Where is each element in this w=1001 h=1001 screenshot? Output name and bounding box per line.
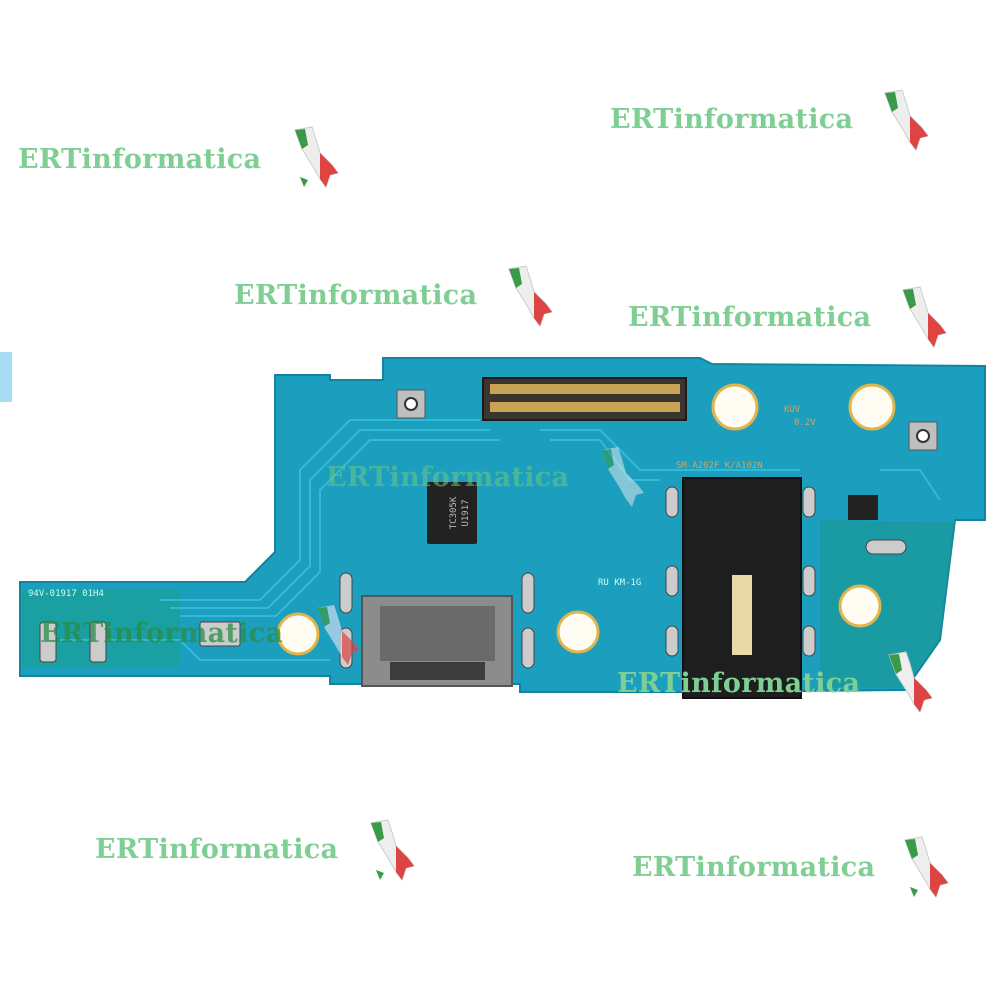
ic-marking-date: U1917 xyxy=(461,499,471,526)
italy-map-icon xyxy=(294,126,339,189)
italy-map-icon xyxy=(884,89,929,152)
italy-map-icon xyxy=(888,651,933,714)
antenna-connectors xyxy=(396,389,938,451)
italy-map-icon xyxy=(904,836,949,899)
watermark-text: ERTinformatica xyxy=(628,302,872,333)
small-ic xyxy=(848,495,878,520)
ul-mark: RU KM-1G xyxy=(598,578,641,588)
ic-chip xyxy=(427,482,477,544)
italy-map-icon xyxy=(508,265,553,328)
pcb-right-zone xyxy=(820,520,955,688)
voltage-label: 0.2V xyxy=(794,418,816,428)
kuv-label: KUV xyxy=(784,405,801,415)
watermark-text: ERTinformatica xyxy=(95,834,339,865)
watermark-text: ERTinformatica xyxy=(610,104,854,135)
watermark-text: ERTinformatica xyxy=(40,618,284,649)
connector-pins xyxy=(490,384,680,412)
fr4-code: 94V-01917 01H4 xyxy=(28,589,104,599)
italy-map-icon xyxy=(370,819,415,882)
watermark-text: ERTinformatica xyxy=(326,462,570,493)
model-label: SM-A202F_K/A102N xyxy=(676,461,763,471)
edge-artifact xyxy=(0,352,12,402)
mounting-holes xyxy=(276,383,896,656)
italy-map-icon xyxy=(902,286,947,349)
italy-map-icon xyxy=(317,605,360,665)
watermark-text: ERTinformatica xyxy=(18,144,262,175)
watermark-text: ERTinformatica xyxy=(617,668,861,699)
watermark-text: ERTinformatica xyxy=(632,852,876,883)
watermark-text: ERTinformatica xyxy=(234,280,478,311)
italy-map-icon xyxy=(601,447,644,507)
traces xyxy=(60,419,941,661)
ic-marking: TC305K xyxy=(449,496,459,529)
